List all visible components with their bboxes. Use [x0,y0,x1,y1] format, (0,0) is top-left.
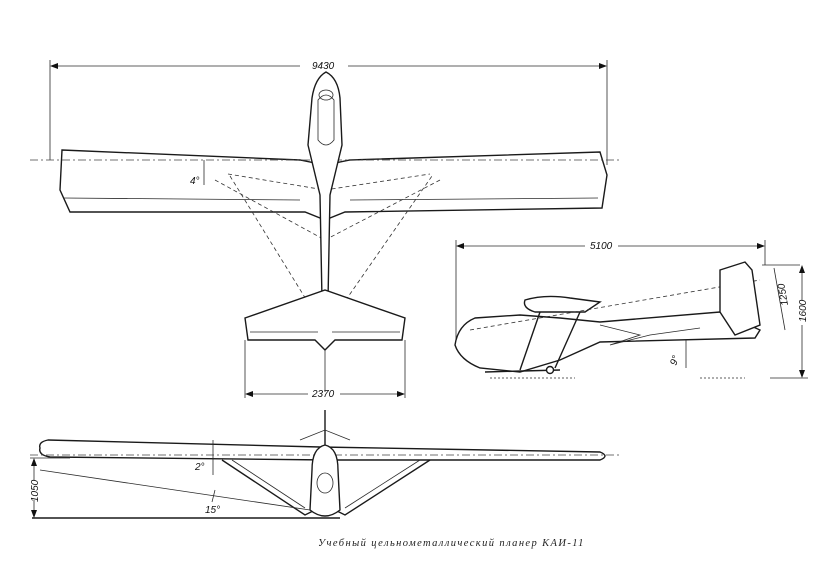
top-view: 9430 4° 2370 [30,60,620,400]
tail-span-dimension: 2370 [311,389,335,400]
wingspan-dimension: 9430 [312,61,335,72]
drawing-caption: Учебный цельнометаллический планер КАИ-1… [318,538,585,549]
front-view: 2° 1050 15° [30,410,620,519]
ground-angle-label: 9° [668,354,682,367]
length-dimension: 5100 [590,241,613,252]
front-height-dimension: 1050 [30,479,41,502]
overall-height-dimension: 1600 [798,299,809,322]
strut-angle-label: 15° [205,505,220,516]
side-view: 5100 1600 1250 9° [454,240,809,379]
dihedral-front-label: 2° [194,462,205,473]
tail-height-dimension: 1250 [776,282,791,306]
dihedral-top-label: 4° [190,176,200,187]
